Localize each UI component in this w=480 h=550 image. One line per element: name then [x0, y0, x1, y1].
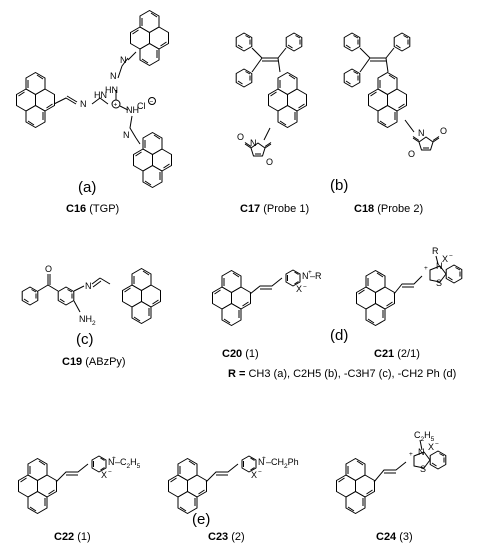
caption-c21: C21 (2/1)	[374, 348, 420, 360]
atom-hn: HN	[105, 85, 118, 95]
compound-name: (Probe 2)	[377, 203, 423, 215]
atom-o: O	[440, 126, 447, 136]
compound-id: C17	[240, 203, 260, 215]
substituent-c2h5: C2H5	[414, 430, 435, 443]
atom-n: N	[85, 281, 92, 291]
atom-n: N	[123, 130, 130, 140]
charge-minus: −	[108, 469, 112, 476]
structure-c23	[168, 455, 257, 514]
svg-text:C22 (1): C22 (1)	[54, 531, 91, 543]
atom-n: N	[418, 447, 425, 457]
compound-id: C20	[222, 348, 242, 360]
svg-text:C24 (3): C24 (3)	[376, 531, 413, 543]
atom-o: O	[237, 132, 244, 142]
atom-o: O	[266, 157, 273, 167]
structure-c17	[235, 32, 307, 157]
substituent-r: –R	[310, 271, 322, 281]
structure-c20	[212, 269, 301, 326]
structure-c22	[18, 455, 107, 514]
atom-o: O	[408, 149, 415, 159]
svg-text:C17 (Probe 1): C17 (Probe 1)	[240, 203, 309, 215]
charge-minus: −	[435, 441, 439, 448]
caption-c22: C22 (1)	[54, 531, 91, 543]
caption-c20: C20 (1)	[222, 348, 259, 360]
atom-n: N	[436, 261, 443, 271]
compound-name: (Probe 1)	[263, 203, 309, 215]
compound-name: (1)	[245, 348, 258, 360]
charge-minus: −	[258, 469, 262, 476]
counterion-x: X	[101, 470, 107, 480]
svg-text:R = CH3 (a), C2H5 (b), -C3H7 (: R = CH3 (a), C2H5 (b), -C3H7 (c), -CH2 P…	[228, 368, 456, 380]
structure-c16	[16, 10, 172, 188]
atom-cl: Cl	[137, 101, 146, 111]
structure-c18	[343, 32, 440, 151]
compound-id: C18	[354, 203, 374, 215]
charge-plus: +	[112, 455, 116, 462]
panel-label-a: (a)	[78, 179, 96, 196]
caption-c23: C23 (2)	[208, 531, 245, 543]
atom-n: N	[108, 457, 115, 467]
atom-s: S	[420, 464, 426, 474]
compound-id: C24	[376, 531, 397, 543]
atom-s: S	[436, 278, 442, 288]
substituent-ch2ph: –CH2Ph	[266, 457, 299, 470]
caption-c19: C19 (ABzPy)	[62, 356, 126, 368]
caption-c16: C16 (TGP)	[66, 203, 119, 215]
charge-minus: −	[303, 284, 307, 291]
compound-name: (2)	[231, 531, 244, 543]
atom-n: N	[250, 138, 257, 148]
atom-n: N	[302, 271, 309, 281]
structure-c24	[336, 439, 447, 514]
atom-o: O	[45, 264, 52, 274]
panel-label-c: (c)	[76, 331, 94, 348]
panel-label-d: (d)	[330, 327, 348, 344]
compound-id: C16	[66, 203, 86, 215]
compound-name: (ABzPy)	[85, 356, 125, 368]
counterion-x: X	[296, 284, 302, 294]
atom-n: N	[258, 457, 265, 467]
panel-label-e: (e)	[192, 511, 210, 528]
atom-hn: HN	[94, 90, 107, 100]
substituent-r: R	[432, 246, 439, 256]
atom-n: N	[110, 71, 117, 81]
charge-minus: −	[150, 99, 154, 106]
compound-name: (TGP)	[89, 203, 119, 215]
compound-id: C23	[208, 531, 228, 543]
atom-nh2: NH2	[79, 314, 96, 327]
structure-c21	[356, 255, 463, 326]
compound-id: C21	[374, 348, 394, 360]
charge-minus: −	[449, 253, 453, 260]
caption-c24: C24 (3)	[376, 531, 413, 543]
caption-c18: C18 (Probe 2)	[354, 203, 423, 215]
panel-label-b: (b)	[330, 177, 348, 194]
charge-plus: +	[262, 455, 266, 462]
svg-text:C16 (TGP): C16 (TGP)	[66, 203, 119, 215]
r-group-definition: R = CH3 (a), C2H5 (b), -C3H7 (c), -CH2 P…	[228, 368, 456, 380]
charge-plus: +	[424, 265, 428, 272]
caption-c17: C17 (Probe 1)	[240, 203, 309, 215]
atom-n: N	[120, 55, 127, 65]
counterion-x: X	[251, 470, 257, 480]
substituent-c2h5: –C2H5	[115, 457, 141, 470]
atom-n: N	[418, 128, 425, 138]
compound-name: (1)	[77, 531, 90, 543]
structure-c19	[21, 268, 161, 324]
compound-name: (2/1)	[397, 348, 420, 360]
atom-n: N	[80, 99, 87, 109]
compound-id: C22	[54, 531, 74, 543]
atom-nh: NH	[126, 105, 139, 115]
charge-plus: +	[308, 269, 312, 276]
svg-text:C23 (2): C23 (2)	[208, 531, 245, 543]
compound-id: C19	[62, 356, 82, 368]
compound-name: (3)	[399, 531, 412, 543]
charge-plus: +	[409, 451, 413, 458]
svg-text:C19 (ABzPy): C19 (ABzPy)	[62, 356, 126, 368]
counterion-x: X	[428, 442, 434, 452]
charge-plus: +	[114, 102, 118, 109]
counterion-x: X	[442, 254, 448, 264]
svg-text:C21 (2/1): C21 (2/1)	[374, 348, 420, 360]
svg-text:C20 (1): C20 (1)	[222, 348, 259, 360]
svg-text:C18 (Probe 2): C18 (Probe 2)	[354, 203, 423, 215]
